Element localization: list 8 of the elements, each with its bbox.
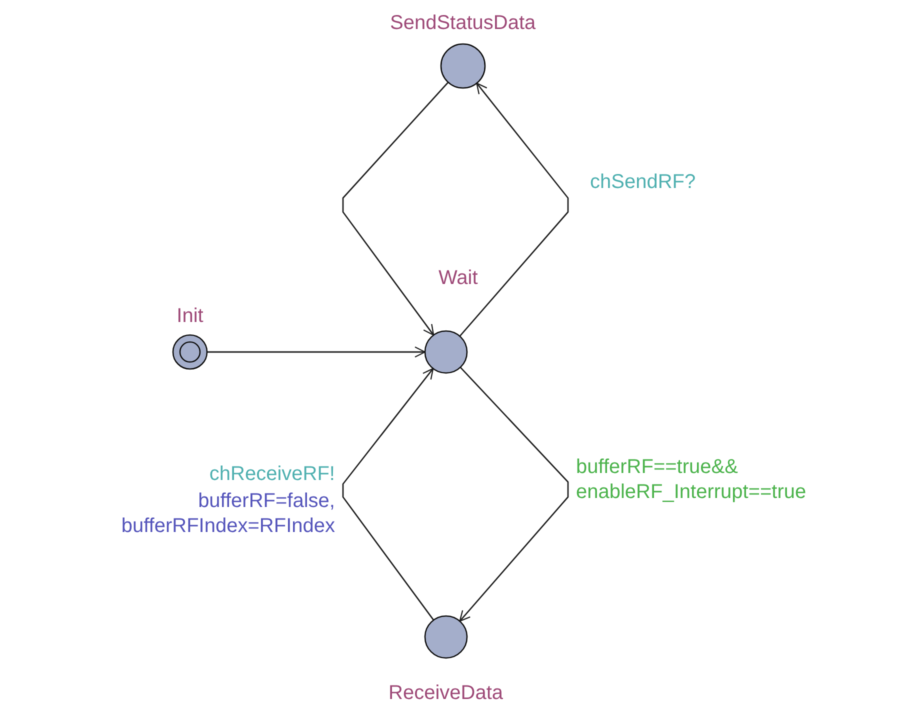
location-name: Init (176, 304, 204, 328)
location-name: SendStatusData (390, 11, 536, 35)
location-name: ReceiveData (388, 681, 504, 705)
sync-label: chSendRF? (590, 170, 697, 195)
update-label: bufferRF=false, bufferRFIndex=RFIndex (120, 489, 335, 539)
guard-label: bufferRF==true&& enableRF_Interrupt==true (576, 455, 808, 505)
location-name: Wait (438, 266, 478, 290)
sync-label: chReceiveRF! (208, 462, 335, 487)
